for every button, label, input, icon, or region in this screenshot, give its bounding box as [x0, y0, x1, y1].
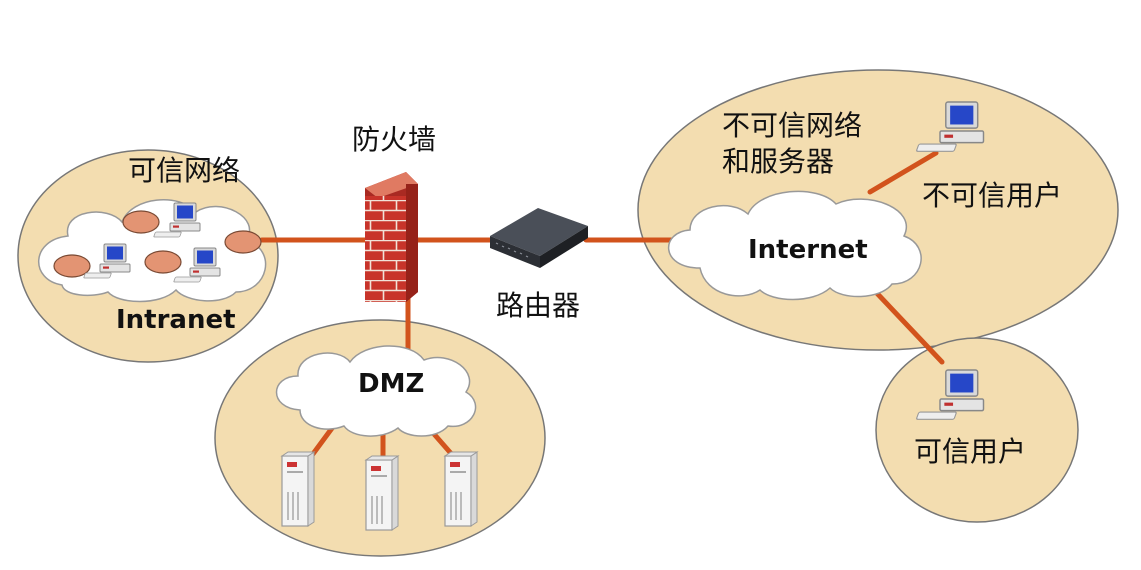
network-node-icon [53, 254, 91, 278]
intranet-label: Intranet [116, 305, 236, 335]
untrusted-network-label-line1: 不可信网络 [722, 109, 863, 142]
trusted-network-label: 可信网络 [128, 154, 241, 187]
cloud-icon [667, 190, 922, 301]
untrusted-user-label: 不可信用户 [922, 179, 1063, 212]
internet-label: Internet [748, 235, 868, 265]
untrusted-network-label-line2: 和服务器 [722, 145, 835, 178]
server-icon [281, 451, 315, 527]
network-node-icon [224, 230, 262, 254]
network-node-icon [144, 250, 182, 274]
firewall-label: 防火墙 [352, 123, 437, 156]
trusted-user-zone [875, 337, 1079, 523]
router-label: 路由器 [496, 289, 581, 322]
router-icon [490, 208, 588, 268]
server-icon [365, 455, 399, 531]
trusted-user-label: 可信用户 [914, 435, 1027, 468]
dmz-label: DMZ [358, 369, 425, 399]
network-links [259, 150, 945, 461]
brick-wall-icon [365, 172, 418, 302]
network-node-icon [122, 210, 160, 234]
server-icon [444, 451, 478, 527]
cloud-icon [275, 345, 477, 437]
